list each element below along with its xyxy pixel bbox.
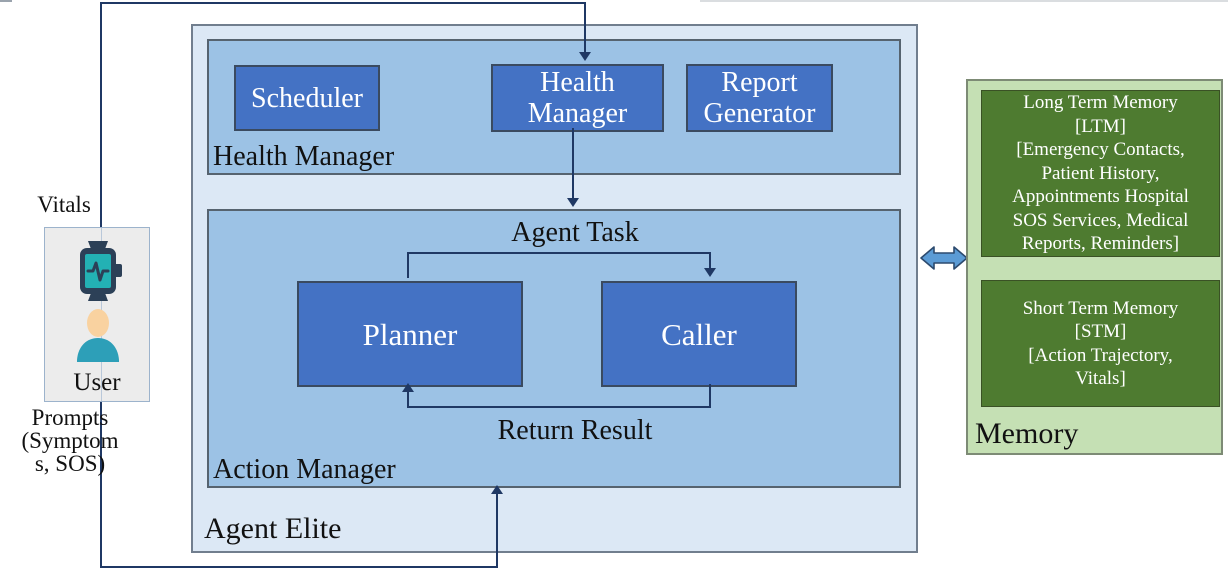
agent-task-label: Agent Task (511, 217, 639, 248)
health-manager-box: Health Manager (491, 64, 664, 132)
return-result-line-left (407, 392, 409, 407)
agent-elite-container: Scheduler Health Manager Report Generato… (191, 24, 918, 553)
health-manager-section-label: Health Manager (213, 141, 395, 172)
top-left-edge-artifact (0, 0, 12, 2)
planner-box: Planner (297, 281, 523, 387)
return-result-line-bottom (407, 406, 711, 408)
scheduler-box: Scheduler (234, 65, 380, 131)
agent-elite-label: Agent Elite (204, 512, 342, 545)
agent-task-line-left (407, 252, 409, 278)
prompts-connector-rise (496, 493, 498, 567)
agent-task-line-top (407, 252, 711, 254)
user-icon (77, 309, 119, 362)
smartwatch-icon (80, 241, 122, 301)
hm-to-am-arrowhead (567, 198, 579, 207)
vitals-connector-drop (584, 2, 586, 53)
return-result-line-right (709, 384, 711, 408)
long-term-memory-box: Long Term Memory [LTM] [Emergency Contac… (981, 90, 1220, 257)
vitals-label: Vitals (37, 192, 91, 217)
prompts-arrowhead (491, 485, 503, 494)
vitals-connector-horizontal (100, 2, 586, 4)
agent-task-line-right (709, 252, 711, 269)
vitals-connector-vertical (100, 2, 102, 227)
prompts-connector-horizontal (100, 566, 498, 568)
action-manager-section: Planner Caller Action Manager (207, 209, 901, 488)
memory-label: Memory (975, 417, 1079, 450)
bidirectional-arrow-icon (920, 246, 968, 270)
prompts-connector-vertical (100, 402, 102, 568)
user-label: User (73, 369, 121, 396)
memory-container: Long Term Memory [LTM] [Emergency Contac… (966, 79, 1223, 455)
health-manager-section: Scheduler Health Manager Report Generato… (207, 39, 901, 175)
top-edge-artifact (700, 0, 1228, 2)
action-manager-section-label: Action Manager (213, 454, 396, 485)
user-box: User (44, 227, 150, 402)
return-result-label: Return Result (497, 415, 653, 446)
return-result-arrowhead (402, 383, 414, 392)
vitals-arrowhead (579, 52, 591, 61)
short-term-memory-box: Short Term Memory [STM] [Action Trajecto… (981, 280, 1220, 407)
hm-to-am-line (572, 128, 574, 199)
caller-box: Caller (601, 281, 797, 387)
report-generator-box: Report Generator (686, 64, 833, 132)
agent-task-arrowhead (704, 268, 716, 277)
prompts-label: Prompts (Symptom s, SOS) (21, 405, 119, 476)
